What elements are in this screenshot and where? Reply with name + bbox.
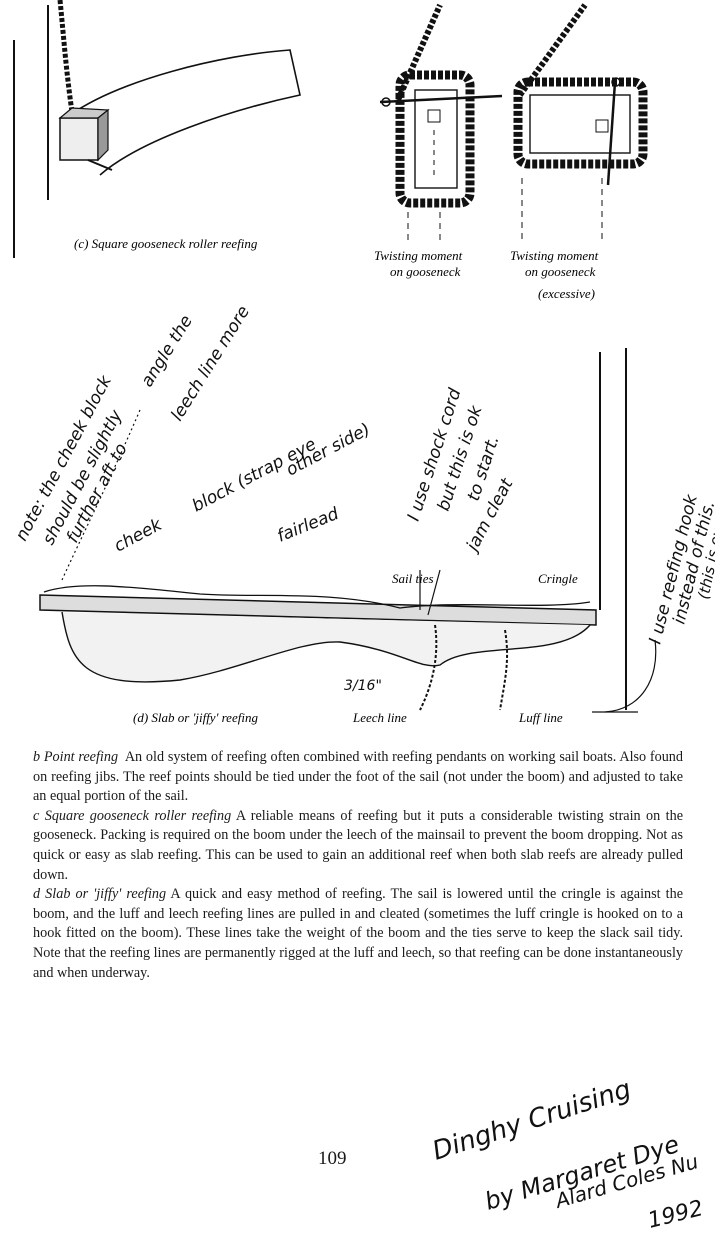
twist-left-line1: Twisting moment <box>374 248 463 263</box>
twist-left-line2: on gooseneck <box>390 264 461 279</box>
figure-d-caption: (d) Slab or 'jiffy' reefing <box>133 710 258 725</box>
text-slab-reefing: A quick and easy method of reefing. The … <box>33 886 683 981</box>
handwritten-signature: Dinghy Cruising by Margaret Dye Alard Co… <box>429 1074 706 1234</box>
signature-line-4: 1992 <box>645 1196 705 1234</box>
label-sail-ties: Sail ties <box>392 571 434 586</box>
paragraph-d: d Slab or 'jiffy' reefing A quick and ea… <box>33 885 683 983</box>
text-roller-reefing: A reliable means of reefing but it puts … <box>33 807 683 883</box>
note-cheek-1: cheek <box>111 514 166 556</box>
label-cringle: Cringle <box>538 571 578 586</box>
note-fairlead: fairlead <box>274 504 341 547</box>
term-slab-reefing: d Slab or 'jiffy' reefing <box>33 886 167 903</box>
term-roller-reefing: c Square gooseneck roller reefing <box>33 807 232 824</box>
twist-right-line1: Twisting moment <box>510 248 599 263</box>
paragraph-b: b Point reefing An old system of reefing… <box>33 748 683 807</box>
label-luff-line: Luff line <box>518 710 563 725</box>
note-size: 3/16" <box>344 678 382 694</box>
page-number: 109 <box>318 1148 347 1169</box>
term-point-reefing: b Point reefing <box>33 749 119 765</box>
text-point-reefing: An old system of reefing often combined … <box>33 749 683 805</box>
twisting-moment-diagrams: Twisting moment on gooseneck Twisting mo… <box>374 3 648 301</box>
figure-c-caption: (c) Square gooseneck roller reefing <box>74 236 258 251</box>
twist-right-line2: on gooseneck <box>525 264 596 279</box>
figure-d-illustration: Sail ties Cringle Leech line Luff line (… <box>12 302 715 725</box>
twist-right-line3: (excessive) <box>538 286 595 301</box>
body-text: b Point reefing An old system of reefing… <box>33 748 683 983</box>
figure-c-illustration: (c) Square gooseneck roller reefing <box>13 0 301 258</box>
label-leech-line: Leech line <box>352 710 407 725</box>
note-cheek-block-4: angle the <box>137 312 197 391</box>
paragraph-c: c Square gooseneck roller reefing A reli… <box>33 807 683 885</box>
